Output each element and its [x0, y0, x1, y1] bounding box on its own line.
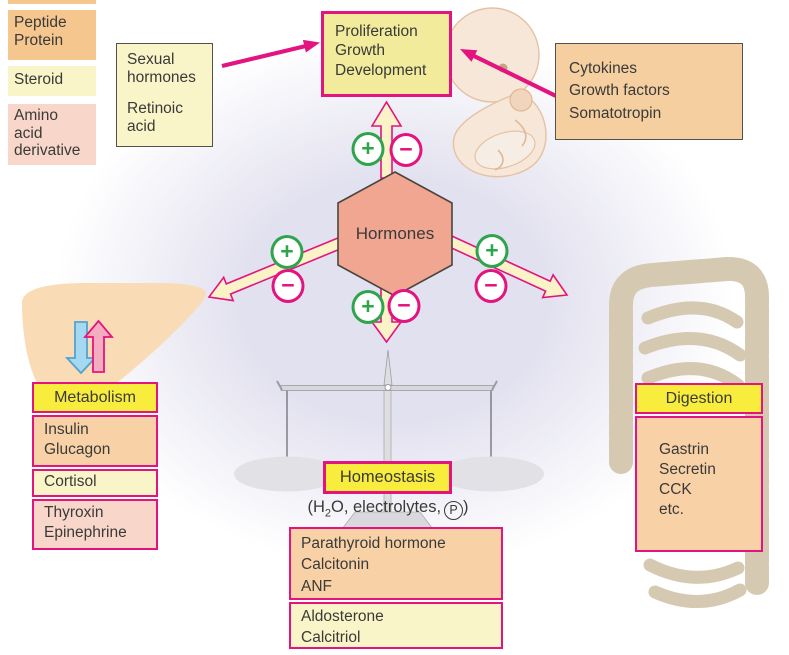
cytokines-box: Cytokines Growth factors Somatotropin [555, 43, 743, 140]
regulators-section-peptide: Parathyroid hormone Calcitonin ANF [289, 527, 503, 600]
arrowhead-from-cytokines [460, 49, 478, 62]
note-subscript: 2 [324, 507, 331, 520]
minus-icon: − [271, 269, 305, 303]
hormone-name: etc. [659, 501, 684, 519]
header-label: Metabolism [54, 388, 136, 406]
homeostasis-header: Homeostasis [323, 461, 452, 494]
header-label: Homeostasis [339, 468, 436, 486]
legend-label: derivative [14, 142, 81, 159]
hormone-name: Epinephrine [44, 524, 127, 542]
hormone-name: Secretin [659, 461, 716, 479]
minus-icon: − [389, 133, 423, 167]
note-text: O, electrolytes, [331, 498, 442, 516]
metabolism-section-steroid: Cortisol [32, 469, 158, 497]
plus-icon: + [475, 234, 509, 268]
note-text: ) [463, 498, 469, 516]
hormone-name: Thyroxin [44, 504, 104, 521]
legend-label: acid [14, 124, 43, 142]
legend-label: Steroid [14, 71, 64, 88]
digestion-section: Gastrin Secretin CCK etc. [635, 416, 763, 552]
legend-item-peptide-protein: Peptide Protein [8, 10, 96, 60]
box-line: Cytokines [569, 60, 638, 77]
digestion-header: Digestion [635, 383, 763, 414]
box-line: Somatotropin [569, 104, 662, 122]
hormone-name: Calcitriol [301, 629, 361, 647]
arrow-right-to-digestion [439, 231, 569, 299]
box-line: Sexual [127, 51, 175, 68]
header-label: Digestion [665, 389, 733, 407]
hormones-label: Hormones [355, 224, 435, 243]
box-line: Growth [335, 42, 385, 60]
fetus-ear [509, 88, 533, 112]
legend-cropped-swatch [8, 0, 96, 4]
note-text: (H [307, 498, 325, 516]
circled-p-icon: P [444, 500, 464, 520]
intestine-illustration [609, 257, 769, 608]
minus-icon: − [474, 269, 508, 303]
hormone-name: Calcitonin [301, 556, 370, 574]
regulators-section-steroid: Aldosterone Calcitriol [289, 602, 503, 649]
box-line: Growth factors [569, 82, 670, 100]
balance-pan-left [234, 456, 340, 492]
hormone-name: Gastrin [659, 441, 709, 458]
liver-flux-arrows [64, 319, 114, 375]
legend-item-amino-acid-derivative: Amino acid derivative [8, 104, 96, 165]
liver-illustration [22, 283, 207, 408]
box-line: Retinoic [127, 99, 183, 117]
minus-icon: − [387, 289, 421, 323]
hormone-name: Parathyroid hormone [301, 535, 446, 552]
hormone-name: ANF [301, 577, 332, 595]
legend-label: Peptide [14, 14, 67, 31]
plus-icon: + [351, 290, 385, 324]
balance-pan-right [438, 456, 544, 492]
arrowhead-from-sexual-hormones [302, 39, 320, 53]
box-line: acid [127, 117, 156, 135]
balance-scale [234, 349, 544, 530]
proliferation-growth-development-box: Proliferation Growth Development [321, 11, 452, 97]
down-flux-arrow-icon [64, 321, 98, 375]
stimulus-arrows [221, 39, 557, 98]
hormone-name: Glucagon [44, 441, 111, 459]
metabolism-section-peptide: Insulin Glucagon [32, 415, 158, 467]
hormone-name: Cortisol [44, 473, 97, 490]
plus-icon: + [351, 132, 385, 166]
legend-label: Amino [14, 107, 58, 124]
sexual-hormones-box: Sexual hormones Retinoic acid [116, 43, 213, 147]
box-line: Proliferation [335, 23, 418, 40]
metabolism-header: Metabolism [32, 382, 158, 413]
box-line: Development [335, 61, 427, 79]
hormone-name: Aldosterone [301, 608, 384, 625]
box-line: hormones [127, 68, 196, 86]
homeostasis-note: (H2O, electrolytes,P) [286, 498, 490, 520]
arrow-up-to-proliferation [370, 100, 403, 179]
hormone-name: Insulin [44, 421, 89, 438]
legend-item-steroid: Steroid [8, 66, 96, 96]
up-flux-arrow-icon [83, 319, 114, 373]
hormone-name: CCK [659, 481, 692, 499]
plus-icon: + [270, 235, 304, 269]
metabolism-section-amino: Thyroxin Epinephrine [32, 499, 158, 550]
legend-label: Protein [14, 31, 64, 49]
